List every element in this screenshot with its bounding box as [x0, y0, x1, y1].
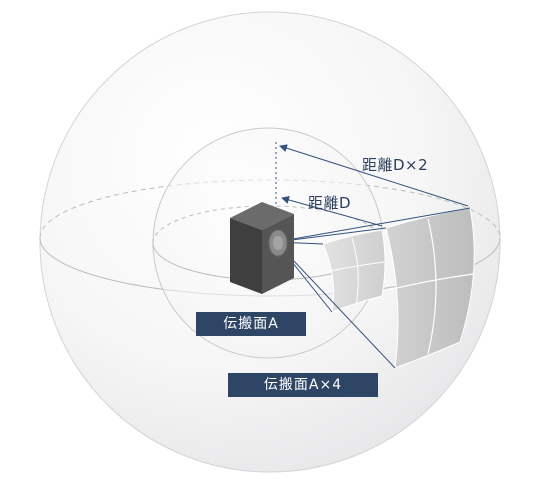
ray	[275, 241, 396, 369]
speaker-icon	[230, 202, 294, 294]
distance-2d-arrow	[279, 144, 469, 207]
distance-d-arrow	[281, 196, 383, 227]
surface-4a-label: 伝搬面A×4	[228, 373, 378, 397]
surface-a-grid-v	[351, 237, 359, 307]
surface-a-grid-h	[324, 261, 385, 273]
propagation-surface-a	[322, 229, 386, 313]
inner-equator-back	[152, 205, 384, 244]
distance-2d-label: 距離D×2	[362, 156, 429, 174]
ray	[275, 227, 387, 243]
ray	[275, 207, 471, 243]
surface-4a-grid-h	[387, 273, 474, 291]
surface-a-label: 伝搬面A	[196, 312, 306, 336]
surface-4a-grid-v	[427, 218, 437, 355]
distance-d-label: 距離D	[308, 194, 352, 212]
